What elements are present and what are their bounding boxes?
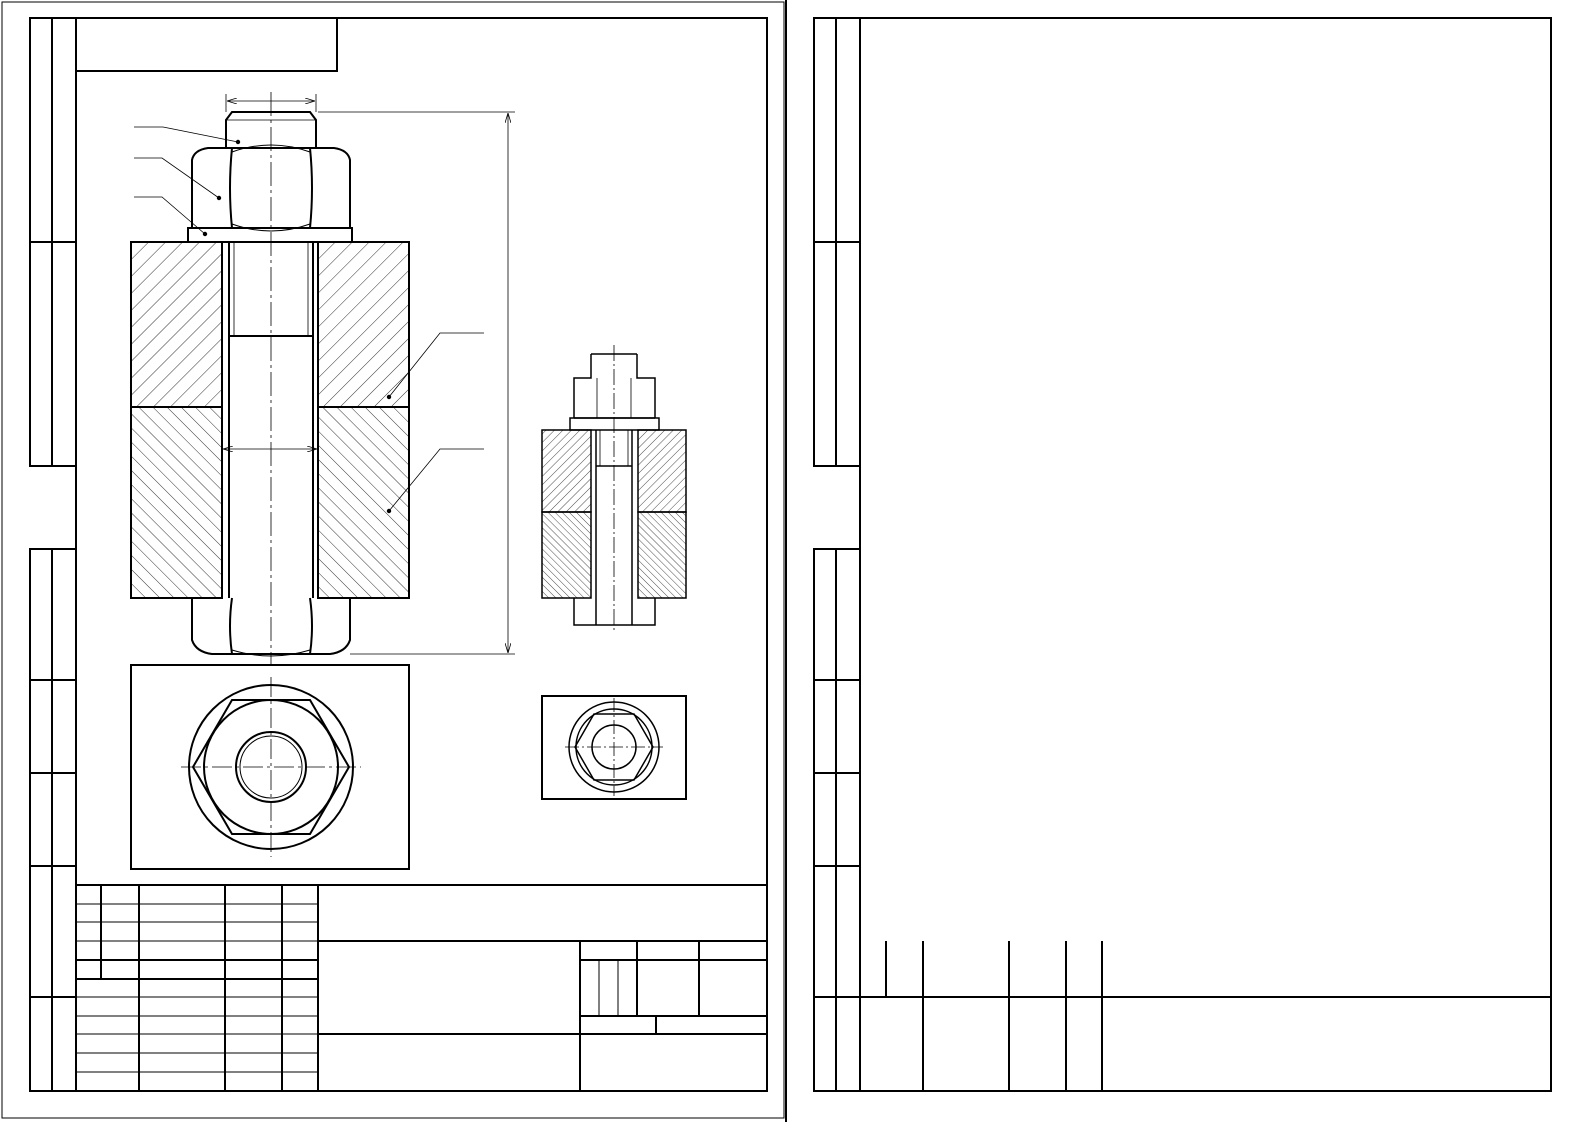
sheet-1-outer-edge [1, 1, 785, 1119]
upper-plate-left [130, 241, 223, 408]
bolt-plan-view [130, 664, 410, 870]
small-plan-view [541, 695, 687, 800]
sheet-2-side-strips [813, 17, 861, 1092]
thread-diameter-dimension [225, 94, 317, 112]
part-leaders [134, 126, 484, 512]
sheet-2 [813, 17, 1552, 1092]
washer [187, 227, 353, 243]
sheet-2-frame [859, 17, 1552, 1092]
bolt-thread-lines [233, 242, 309, 336]
overall-length-dimension [318, 111, 515, 655]
lower-plate-left [130, 406, 223, 599]
sheet-1-title-block [76, 884, 767, 1091]
lower-plate-right [317, 406, 410, 599]
sheet-1 [1, 1, 785, 1119]
bolt-section-view [130, 92, 515, 664]
sheet-1-side-strips [29, 17, 77, 1092]
leader-dots [202, 139, 392, 514]
bolt-shank [221, 242, 319, 598]
small-section-view [541, 345, 687, 632]
upper-plate-right [317, 241, 410, 408]
sheet-1-header-box [75, 17, 338, 72]
sheet-2-title-block [860, 941, 1551, 1091]
